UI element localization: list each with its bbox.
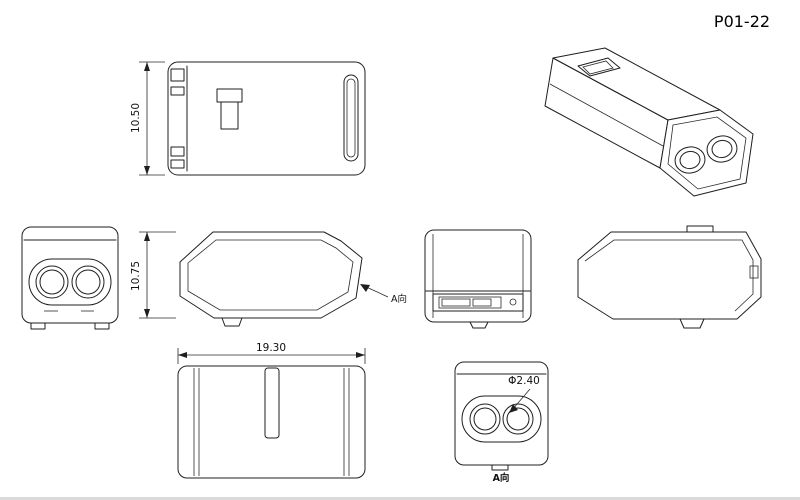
front-wire-hole-right-inner [75,269,101,295]
iso-wire-hole-right [706,135,738,163]
side-profile-outline [179,231,363,319]
dim-arrow-icon [144,166,150,175]
front-wire-hole-left-outer [35,265,69,299]
dim-text-height: 10.75 [130,261,142,291]
right-profile-inner [584,239,754,312]
side-profile-inner [187,239,354,311]
view-a-hole-left-outer [469,403,501,435]
dim-top-view-height: 10.50 [130,61,165,176]
view-a-hole-right-inner [506,407,530,431]
dim-text-height: 10.50 [130,103,142,133]
bottom-detail-view [424,229,532,329]
front-foot-right [94,322,110,330]
right-profile-view [577,225,762,329]
terminal-slot-mid [438,296,502,309]
center-button-slot [264,367,280,439]
bottom-view-outline [177,365,366,479]
front-foot-left [30,322,46,330]
diameter-arrow-icon [509,404,518,413]
side-profile-foot [221,317,243,327]
dim-arrow-icon [144,232,150,241]
view-a-port-boss [461,395,542,443]
top-view-end-slot-inner [346,78,356,158]
dim-arrow-icon [356,352,365,358]
dim-arrow-icon [144,62,150,71]
dim-body-width: 19.30 [177,342,366,364]
side-profile-view: A向 [179,231,407,327]
top-view-latch-detail [170,159,185,169]
top-view-latch-detail [170,68,185,82]
top-view-latch-detail [170,86,185,96]
front-view-port-boss [28,258,112,306]
right-profile-foot [679,318,705,329]
view-a-arrow-label: A向 [391,293,407,305]
iso-wire-hole-left [674,146,706,174]
side-notch [749,265,759,279]
part-number-label: P01-22 [714,12,770,31]
top-view-button-slot [220,101,239,130]
dim-arrow-icon [144,309,150,318]
view-a-hole-right-outer [502,403,534,435]
iso-end-face [659,109,754,197]
front-wire-hole-left-inner [39,269,65,295]
view-a-arrow-icon [360,284,370,292]
front-view [21,226,119,330]
dim-text-width: 19.30 [256,342,286,354]
top-view-button-detail [216,88,243,103]
iso-side-seam [549,83,664,147]
right-profile-outline [577,231,762,320]
iso-end-face-inner [667,116,747,190]
top-view-outline [167,61,366,176]
dim-side-view-height: 10.75 [130,231,176,319]
view-a-caption: A向 [493,472,510,484]
isometric-view [544,47,754,197]
front-view-outline [21,226,119,324]
iso-top-recess-inner [582,60,614,75]
view-a-detail: Φ2.40 A向 [454,361,549,484]
top-view [167,61,366,176]
top-latch-tab [686,225,714,233]
view-a-hole-left-inner [473,407,497,431]
terminal-slot-outer [432,293,524,312]
terminal-pin-hole [509,298,517,306]
sheet-bottom-edge [0,497,800,500]
iso-top-recess [577,57,621,77]
view-a-bottom-tab [491,464,509,471]
dim-arrow-icon [178,352,187,358]
top-view-end-slot [343,74,359,162]
top-view-latch-detail [170,146,185,157]
bottom-detail-foot [469,321,489,329]
terminal-slot-detail [441,298,471,307]
bottom-view [177,365,366,479]
front-wire-hole-right-outer [71,265,105,299]
hole-diameter-label: Φ2.40 [508,375,540,387]
terminal-slot-detail [472,298,492,307]
